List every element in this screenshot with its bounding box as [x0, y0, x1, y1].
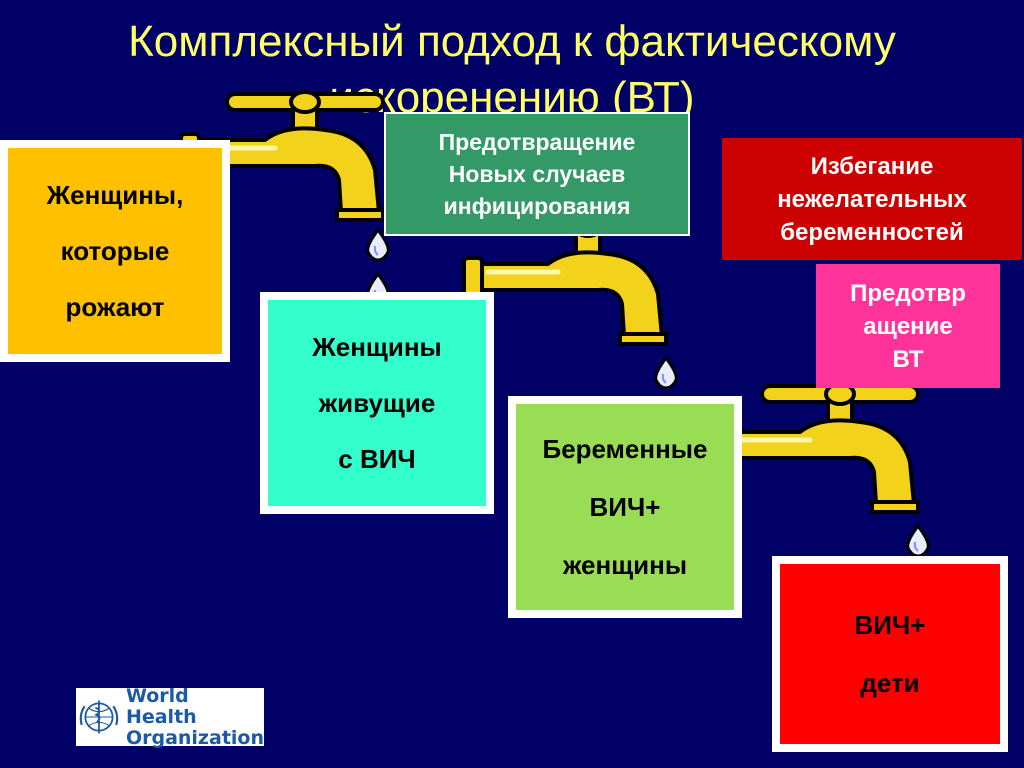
box-text-line: с ВИЧ — [338, 444, 416, 474]
label-text-line: Предотвращение — [438, 129, 636, 155]
label-text-line: инфицирования — [443, 193, 631, 219]
water-drop-icon — [654, 356, 678, 390]
label-text-line: Избегание — [810, 152, 934, 180]
box-text-line: ВИЧ+ — [854, 610, 926, 640]
label-text-line: беременностей — [780, 218, 964, 246]
box-women-giving-birth: Женщины, которые рожают — [0, 140, 230, 362]
box-text-line: Беременные — [542, 434, 708, 464]
box-women-living-with-hiv: Женщины живущие с ВИЧ — [260, 292, 494, 514]
label-text-line: ВТ — [892, 345, 924, 373]
slide-title: Комплексный подход к фактическому искоре… — [128, 17, 896, 122]
who-logo: World Health Organization — [76, 684, 264, 749]
faucet-icon — [716, 384, 918, 512]
box-text-line: живущие — [318, 388, 436, 418]
box-text-line: которые — [60, 236, 170, 266]
box-hiv-children: ВИЧ+ дети — [772, 556, 1008, 752]
box-text-line: Женщины, — [46, 180, 184, 210]
label-text-line: ащение — [863, 312, 953, 340]
box-text-line: рожают — [65, 292, 165, 322]
label-text-line: Новых случаев — [448, 161, 626, 187]
label-text-line: Предотвр — [850, 279, 966, 307]
label-avoid-unwanted-pregnancies: Избегание нежелательных беременностей — [722, 138, 1022, 260]
box-pregnant-hiv-women: Беременные ВИЧ+ женщины — [508, 396, 742, 618]
logo-text-line: Organization — [125, 726, 264, 749]
box-text-line: дети — [860, 668, 920, 698]
logo-text-line: World Health — [125, 684, 197, 728]
box-text-line: ВИЧ+ — [589, 492, 661, 522]
box-text-line: Женщины — [312, 332, 442, 362]
who-emblem-icon — [79, 700, 119, 734]
label-prevent-vt: Предотвр ащение ВТ — [816, 264, 1000, 388]
water-drop-icon — [906, 524, 930, 558]
label-text-line: нежелательных — [777, 185, 967, 213]
box-text-line: женщины — [562, 550, 688, 580]
label-prevent-new-infections: Предотвращение Новых случаев инфицирован… — [384, 112, 690, 236]
